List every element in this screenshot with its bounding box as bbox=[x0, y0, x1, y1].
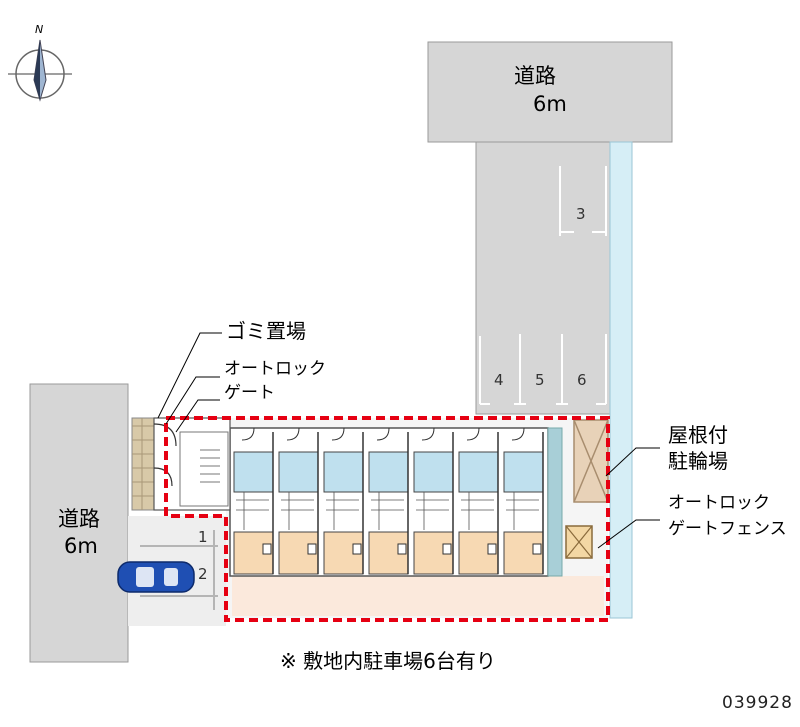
road-west-width: 6m bbox=[64, 534, 98, 558]
parking-space-4: 4 bbox=[494, 371, 504, 389]
parking-space-1: 1 bbox=[198, 528, 208, 546]
autolock-gate-label-line2: ゲート bbox=[224, 383, 275, 403]
property-code: 039928 bbox=[722, 693, 793, 713]
leader-lines bbox=[157, 332, 660, 549]
apartment-unit bbox=[233, 427, 274, 575]
road-west bbox=[29, 383, 129, 663]
parking-space-6: 6 bbox=[577, 371, 587, 389]
road-north-name: 道路 bbox=[514, 64, 556, 88]
parking-note: ※ 敷地内駐車場6台有り bbox=[280, 649, 496, 673]
car-icon bbox=[117, 561, 195, 593]
apartment-unit bbox=[503, 427, 544, 575]
building bbox=[229, 427, 563, 577]
bike-parking-label-line2: 駐輪場 bbox=[668, 449, 728, 473]
compass-north-label: N bbox=[35, 23, 44, 36]
apartment-unit bbox=[458, 427, 499, 575]
parking-space-2: 2 bbox=[198, 565, 208, 583]
road-west-name: 道路 bbox=[58, 507, 100, 531]
compass-rose-icon bbox=[8, 39, 72, 102]
apartment-unit bbox=[413, 427, 454, 575]
site-yard bbox=[232, 576, 604, 616]
bike-parking-label-line1: 屋根付 bbox=[668, 423, 728, 447]
apartment-unit bbox=[368, 427, 409, 575]
water-channel bbox=[609, 141, 633, 619]
road-north-width: 6m bbox=[533, 92, 567, 116]
gate-fence-label-line2: ゲートフェンス bbox=[668, 519, 787, 539]
autolock-gate-label-line1: オートロック bbox=[224, 359, 326, 379]
gate-fence-label-line1: オートロック bbox=[668, 493, 770, 513]
garbage-label: ゴミ置場 bbox=[226, 319, 306, 343]
apartment-unit bbox=[278, 427, 319, 575]
driveway bbox=[475, 141, 611, 415]
road-north bbox=[427, 41, 673, 143]
parking-space-3: 3 bbox=[576, 205, 586, 223]
parking-space-5: 5 bbox=[535, 371, 545, 389]
apartment-unit bbox=[323, 427, 364, 575]
site-boundary bbox=[164, 416, 610, 622]
